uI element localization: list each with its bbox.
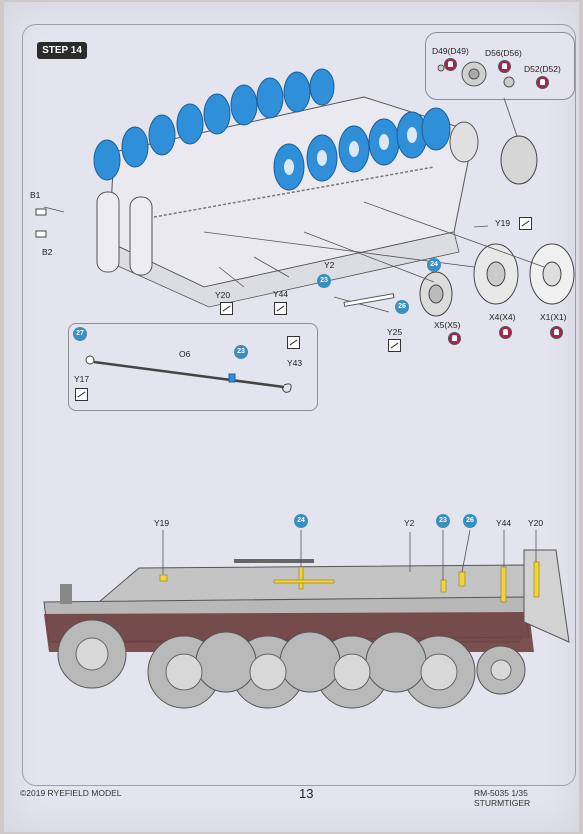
part-number-badge-24: 24	[294, 514, 308, 528]
page-frame	[22, 24, 576, 786]
assembly-drawing	[35, 61, 575, 709]
cut-icon	[519, 217, 532, 230]
product-code: RM-5035 1/35 STURMTIGER	[474, 788, 531, 808]
paint-icon	[499, 326, 512, 339]
part-number-badge-23: 23	[234, 345, 248, 359]
part-label-y43: Y43	[287, 358, 303, 368]
copyright-text: ©2019 RYEFIELD MODEL	[20, 788, 122, 798]
part-label-y20: Y20	[215, 290, 231, 300]
paint-icon	[536, 76, 549, 89]
part-label-o6: O6	[179, 349, 191, 359]
part-label-b2: B2	[42, 247, 53, 257]
side-label-y2: Y2	[404, 518, 415, 528]
part-number-badge-27: 27	[73, 327, 87, 341]
side-label-y19: Y19	[154, 518, 170, 528]
callout-label-d52: D52(D52)	[524, 64, 561, 74]
part-label-y25: Y25	[387, 327, 403, 337]
paint-icon	[444, 58, 457, 71]
part-label-y2: Y2	[324, 260, 335, 270]
side-label-y44: Y44	[496, 518, 512, 528]
callout-label-d56: D56(D56)	[485, 48, 522, 58]
cut-icon	[287, 336, 300, 349]
cut-icon	[274, 302, 287, 315]
paint-icon	[498, 60, 511, 73]
cut-icon	[388, 339, 401, 352]
cut-icon	[220, 302, 233, 315]
part-label-y17: Y17	[74, 374, 90, 384]
sub-assembly-inset	[68, 323, 318, 411]
cut-icon	[75, 388, 88, 401]
callout-label-d49: D49(D49)	[432, 46, 469, 56]
part-number-badge-23: 23	[317, 274, 331, 288]
part-label-x4: X4(X4)	[489, 312, 516, 322]
instruction-sheet: STEP 14 D49(D49) D56(D56) D52(D52)	[4, 2, 579, 832]
part-number-badge-24: 24	[427, 258, 441, 272]
part-label-y44: Y44	[273, 289, 289, 299]
part-number-badge-26: 26	[463, 514, 477, 528]
paint-icon	[448, 332, 461, 345]
part-label-x5: X5(X5)	[434, 320, 461, 330]
part-label-x1: X1(X1)	[540, 312, 567, 322]
part-number-badge-26: 26	[395, 300, 409, 314]
part-number-badge-23: 23	[436, 514, 450, 528]
part-label-y19: Y19	[495, 218, 511, 228]
part-label-b1: B1	[30, 190, 41, 200]
step-badge: STEP 14	[37, 42, 87, 59]
paint-icon	[550, 326, 563, 339]
side-label-y20: Y20	[528, 518, 544, 528]
page-number: 13	[299, 786, 314, 801]
